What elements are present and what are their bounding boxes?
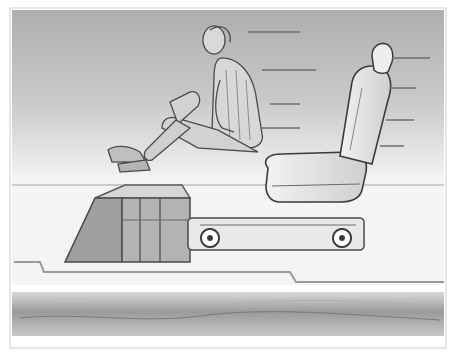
seat-base	[188, 218, 364, 250]
floor-band	[12, 292, 444, 336]
headrest	[372, 44, 393, 74]
